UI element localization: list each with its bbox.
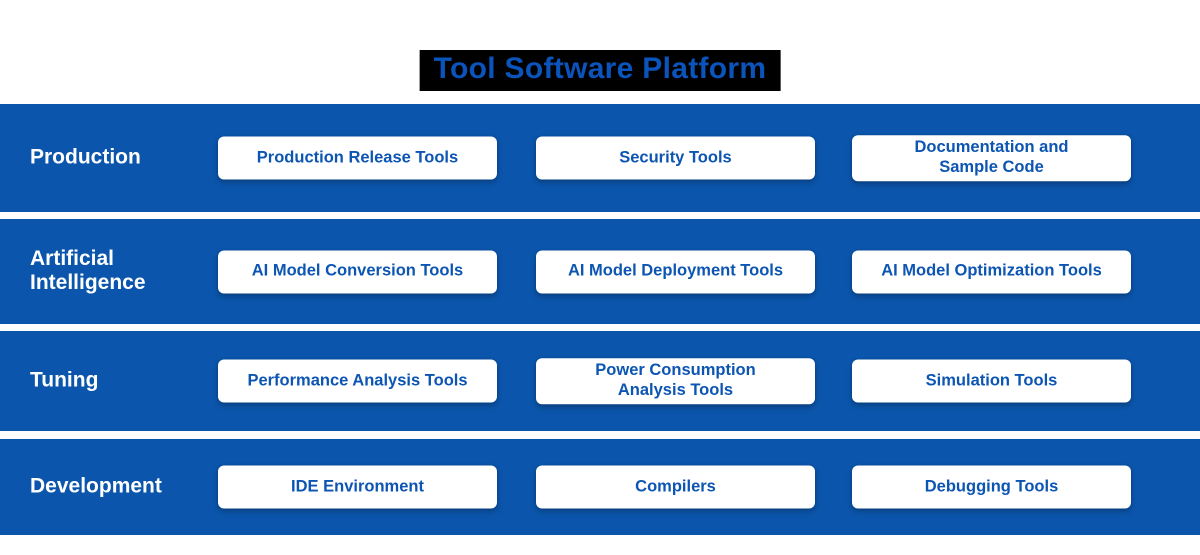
band-development: Development IDE Environment Compilers De… [0,439,1200,535]
box-ide-environment: IDE Environment [218,465,497,509]
box-label-line: Simulation Tools [925,371,1058,390]
box-production-release-tools: Production Release Tools [218,136,497,180]
band-label-artificial-intelligence: Artificial Intelligence [30,247,146,297]
band-label-development: Development [30,475,162,500]
band-label-production: Production [30,146,141,171]
box-debugging-tools: Debugging Tools [852,465,1131,509]
box-label-line: AI Model Deployment Tools [567,261,784,280]
band-label-tuning: Tuning [30,369,98,394]
box-ai-model-optimization-tools: AI Model Optimization Tools [852,250,1131,293]
band-label-line: Development [30,474,162,498]
box-simulation-tools: Simulation Tools [852,359,1131,403]
box-label-line: Power Consumption [595,361,756,380]
band-label-line: Artificial [30,246,115,270]
box-performance-analysis-tools: Performance Analysis Tools [218,359,497,403]
box-label-line: Sample Code [939,158,1044,176]
box-power-consumption-analysis-tools: Power Consumption Analysis Tools [536,358,815,404]
band-production: Production Production Release Tools Secu… [0,104,1200,212]
box-security-tools: Security Tools [536,136,815,180]
box-ai-model-deployment-tools: AI Model Deployment Tools [536,250,815,293]
diagram-title: Tool Software Platform [419,50,781,91]
box-label-line: Production Release Tools [256,148,459,167]
band-tuning: Tuning Performance Analysis Tools Power … [0,331,1200,431]
box-label-line: Analysis Tools [617,381,734,399]
box-compilers: Compilers [536,465,815,509]
box-documentation-and-sample-code: Documentation and Sample Code [852,135,1131,181]
band-artificial-intelligence: Artificial Intelligence AI Model Convers… [0,219,1200,324]
box-label-line: Security Tools [619,148,732,167]
band-label-line: Tuning [30,368,99,392]
box-label-line: Compilers [635,477,716,496]
band-label-line: Intelligence [30,271,146,295]
box-label-line: IDE Environment [291,477,424,496]
box-ai-model-conversion-tools: AI Model Conversion Tools [218,250,497,293]
box-label-line: Performance Analysis Tools [247,371,468,390]
box-label-line: Debugging Tools [924,477,1059,496]
box-label-line: AI Model Optimization Tools [881,261,1102,280]
band-label-line: Production [30,145,141,169]
box-label-line: Documentation and [914,138,1069,157]
box-label-line: AI Model Conversion Tools [251,261,464,280]
